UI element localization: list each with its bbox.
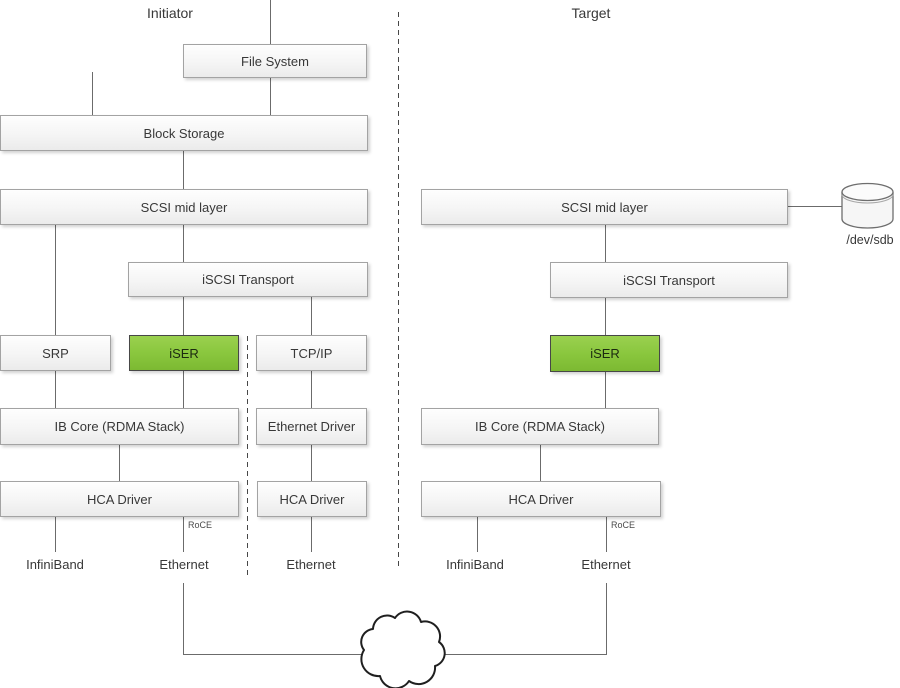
connector-stub-blockstorage bbox=[92, 72, 93, 115]
connector-top-filesystem bbox=[270, 0, 271, 44]
file-system-box: File System bbox=[183, 44, 367, 78]
target-title: Target bbox=[571, 5, 611, 21]
ethernet-label-rdma: Ethernet bbox=[159, 557, 209, 572]
network-cloud-icon bbox=[360, 610, 446, 688]
connector-blockstorage-scsi bbox=[183, 151, 184, 189]
connector-iscsi-iser-target bbox=[605, 298, 606, 335]
ib-core-target-box: IB Core (RDMA Stack) bbox=[421, 408, 659, 445]
iscsi-transport-target-box: iSCSI Transport bbox=[550, 262, 788, 298]
hca-driver-target-box: HCA Driver bbox=[421, 481, 661, 517]
ethernet-driver-box: Ethernet Driver bbox=[256, 408, 367, 445]
connector-hca-infiniband-target bbox=[477, 517, 478, 552]
dashed-divider-initiator-target bbox=[398, 12, 399, 566]
infiniband-label-target: InfiniBand bbox=[446, 557, 504, 572]
connector-srp-ibcore bbox=[55, 371, 56, 408]
connector-tcpip-ethdriver bbox=[311, 371, 312, 408]
scsi-mid-layer-target-box: SCSI mid layer bbox=[421, 189, 788, 225]
connector-hca-ethernet-target bbox=[606, 517, 607, 552]
connector-ethernet-cloud-left bbox=[183, 583, 184, 655]
connector-scsi-srp bbox=[55, 225, 56, 335]
connector-iser-ibcore-target bbox=[605, 372, 606, 408]
srp-box: SRP bbox=[0, 335, 111, 371]
hca-driver-rdma-box: HCA Driver bbox=[0, 481, 239, 517]
connector-scsi-iscsi bbox=[183, 225, 184, 262]
connector-ethernet-cloud-right bbox=[606, 583, 607, 655]
iser-initiator-box: iSER bbox=[129, 335, 239, 371]
disk-cylinder-icon bbox=[841, 182, 894, 229]
iscsi-transport-initiator-box: iSCSI Transport bbox=[128, 262, 368, 297]
dashed-divider-rdma-tcp bbox=[247, 336, 248, 578]
ib-core-initiator-box: IB Core (RDMA Stack) bbox=[0, 408, 239, 445]
connector-hca-infiniband bbox=[55, 517, 56, 552]
connector-hca-ethernet-tcp bbox=[311, 517, 312, 552]
scsi-mid-layer-initiator-box: SCSI mid layer bbox=[0, 189, 368, 225]
block-storage-box: Block Storage bbox=[0, 115, 368, 151]
roce-label-target: RoCE bbox=[611, 520, 636, 530]
roce-label-initiator: RoCE bbox=[188, 520, 213, 530]
infiniband-label-initiator: InfiniBand bbox=[26, 557, 84, 572]
dev-sdb-label: /dev/sdb bbox=[846, 233, 894, 247]
connector-filesystem-blockstorage bbox=[270, 78, 271, 115]
connector-ibcore-hca bbox=[119, 445, 120, 481]
connector-ethdriver-hca bbox=[311, 445, 312, 481]
connector-scsi-iscsi-target bbox=[605, 225, 606, 262]
connector-ibcore-hca-target bbox=[540, 445, 541, 481]
connector-hca-ethernet-roce bbox=[183, 517, 184, 552]
hca-driver-eth-box: HCA Driver bbox=[257, 481, 367, 517]
connector-iscsi-iser bbox=[183, 297, 184, 335]
connector-iser-ibcore bbox=[183, 371, 184, 408]
connector-iscsi-tcpip bbox=[311, 297, 312, 335]
ethernet-label-tcp: Ethernet bbox=[286, 557, 336, 572]
initiator-title: Initiator bbox=[147, 5, 193, 21]
ethernet-label-target: Ethernet bbox=[581, 557, 631, 572]
iser-target-box: iSER bbox=[550, 335, 660, 372]
connector-scsi-disk bbox=[788, 206, 842, 207]
tcpip-box: TCP/IP bbox=[256, 335, 367, 371]
